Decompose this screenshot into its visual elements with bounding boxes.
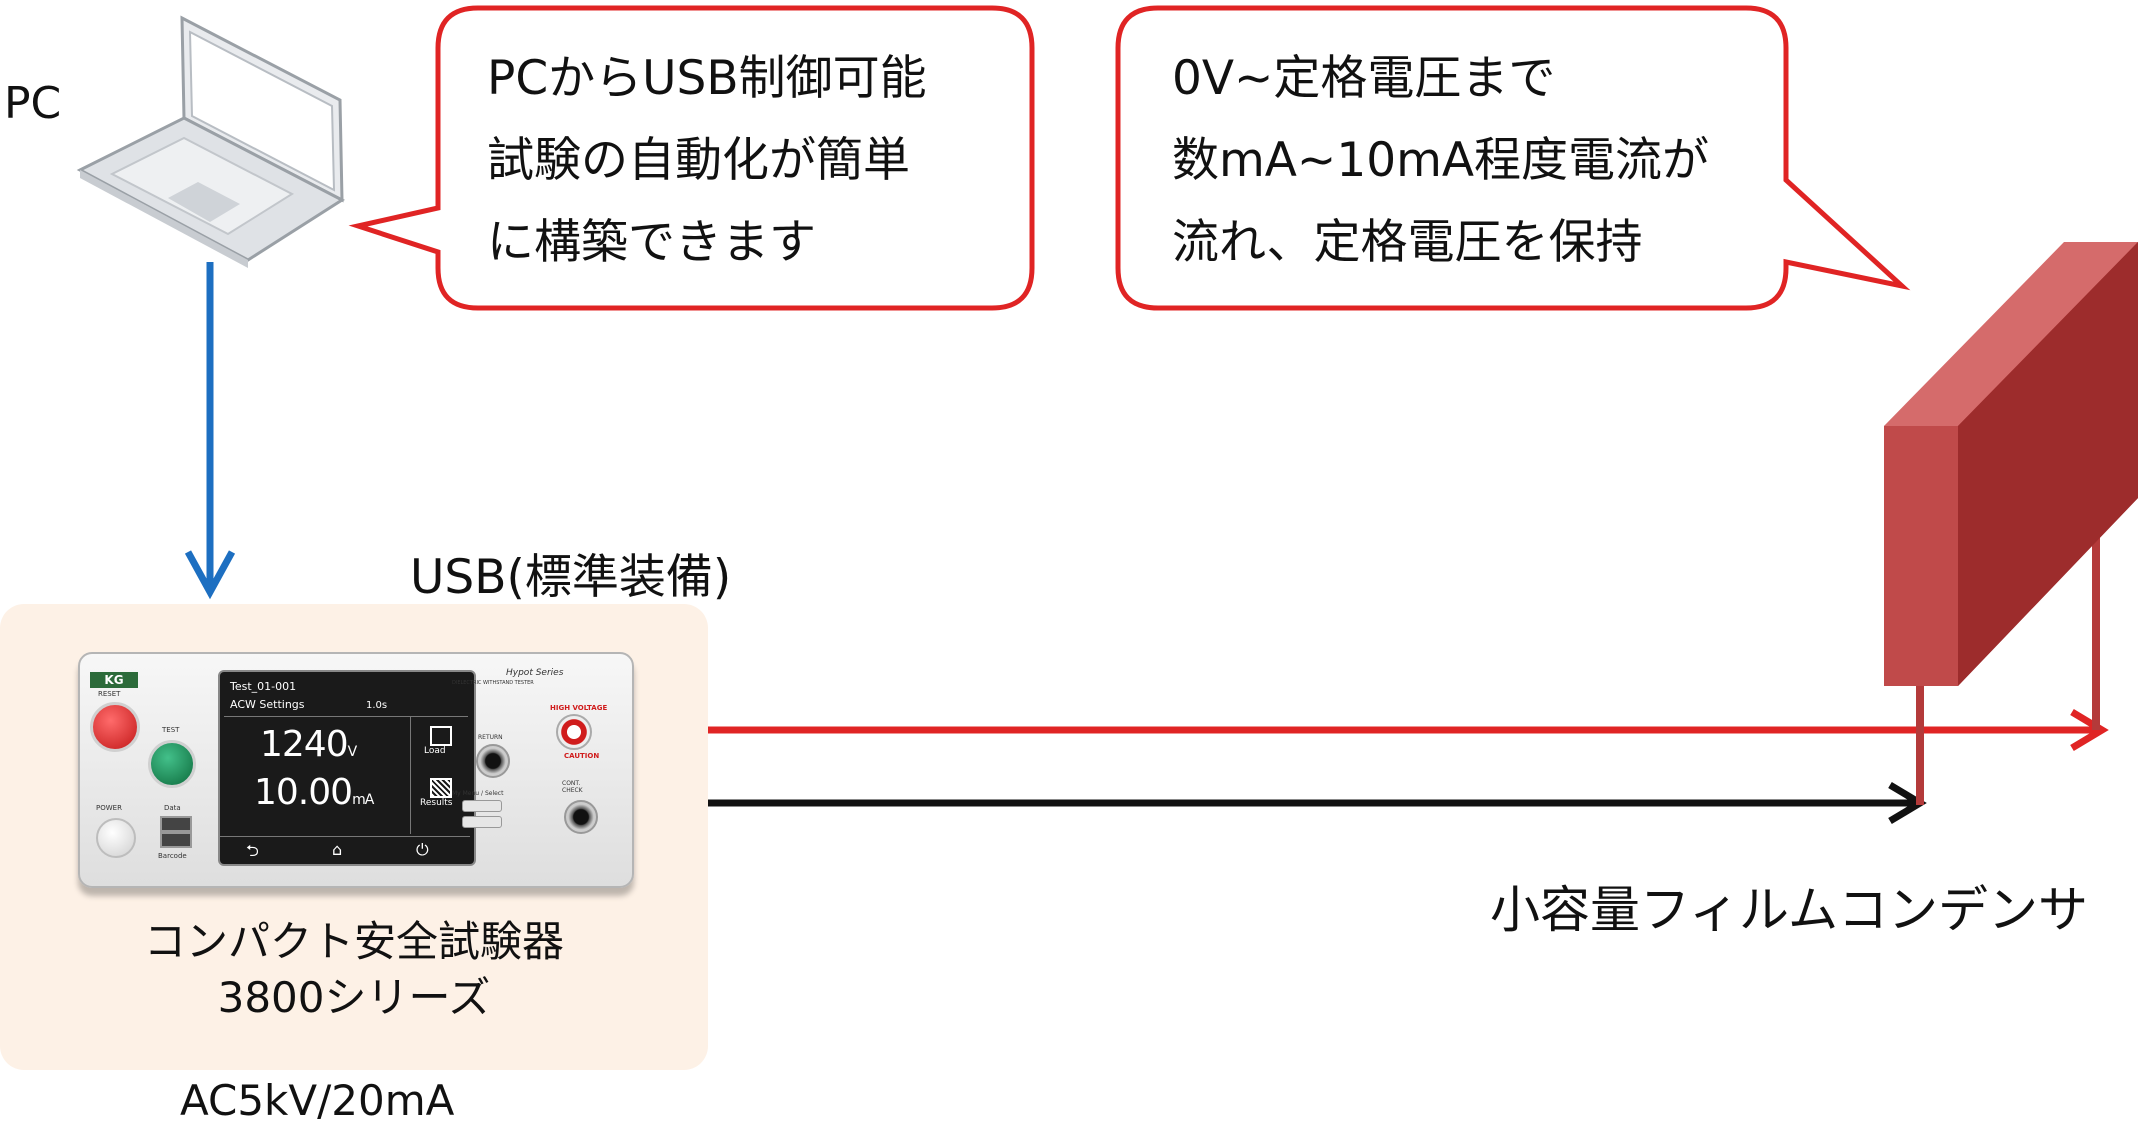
bubble-right-line: 0V~定格電圧まで <box>1172 51 1556 106</box>
bubble-left-line: 試験の自動化が簡単 <box>487 133 910 188</box>
tester-device: KG RESET TEST POWER Data Barcode Test_01… <box>78 652 634 888</box>
data-label: Data <box>164 804 181 812</box>
tester-name-line2: 3800シリーズ <box>217 973 491 1022</box>
power-button[interactable] <box>96 818 136 858</box>
screen-title: Test_01-001 <box>230 680 297 693</box>
select-button[interactable] <box>462 816 502 828</box>
results-icon[interactable] <box>430 778 452 798</box>
screen-voltage-unit: V <box>347 744 358 760</box>
usb-arrow <box>184 262 236 600</box>
screen-voltage-value: 1240 <box>260 724 349 765</box>
return-terminal[interactable] <box>476 744 510 778</box>
reset-label: RESET <box>98 690 121 698</box>
return-label: RETURN <box>478 734 503 741</box>
screen-divider <box>220 836 470 837</box>
bubble-left-line: PCからUSB制御可能 <box>487 51 927 106</box>
series-subtitle: DIELECTRIC WITHSTAND TESTER <box>452 680 534 686</box>
laptop-icon <box>76 15 345 268</box>
bubble-shapes <box>348 5 1911 311</box>
back-icon[interactable]: ⮌ <box>246 841 259 860</box>
home-icon[interactable]: ⌂ <box>332 840 343 859</box>
load-label: Load <box>424 746 446 756</box>
screen-mode: ACW Settings <box>230 698 305 711</box>
screen-current-unit: mA <box>352 792 374 808</box>
tester-screen[interactable]: Test_01-001 ACW Settings 1.0s 1240V 10.0… <box>218 670 476 866</box>
screen-current-value: 10.00 <box>254 772 353 813</box>
usb-label: USB(標準装備) <box>410 550 732 605</box>
usb-port[interactable] <box>160 816 192 832</box>
test-button[interactable] <box>148 740 196 788</box>
high-voltage-terminal[interactable] <box>556 714 592 750</box>
high-voltage-label: HIGH VOLTAGE <box>550 704 608 712</box>
screen-time: 1.0s <box>366 700 388 711</box>
screen-current: 10.00mA <box>254 772 374 813</box>
test-label: TEST <box>162 726 180 734</box>
caution-label: CAUTION <box>564 752 600 760</box>
bubble-left-text: PCからUSB制御可能 試験の自動化が簡単 に構築できます <box>487 38 927 284</box>
bubble-left-line: に構築できます <box>487 215 816 270</box>
pc-label: PC <box>4 78 62 129</box>
brand-logo: KG <box>90 672 138 688</box>
high-voltage-line <box>632 708 2109 752</box>
bubble-right-text: 0V~定格電圧まで 数mA~10mA程度電流が 流れ、定格電圧を保持 <box>1172 38 1709 284</box>
usb-port[interactable] <box>160 832 192 848</box>
results-label: Results <box>420 798 453 808</box>
power-icon[interactable]: ⏻ <box>416 840 429 859</box>
bubble-right-outline <box>1115 5 1911 311</box>
capacitor-icon <box>1884 242 2138 805</box>
power-label: POWER <box>96 804 122 812</box>
tester-name-line1: コンパクト安全試験器 <box>143 917 564 966</box>
capacitor-label: 小容量フィルムコンデンサ <box>1490 881 2088 939</box>
cont-check-terminal[interactable] <box>564 800 598 834</box>
bubble-right-line: 数mA~10mA程度電流が <box>1172 133 1710 188</box>
series-label: Hypot Series <box>506 668 564 678</box>
screen-divider <box>410 716 411 834</box>
cont-check-label: CONT. CHECK <box>562 780 583 794</box>
bubble-right-line: 流れ、定格電圧を保持 <box>1172 215 1643 270</box>
load-icon[interactable] <box>430 726 452 746</box>
menu-label: My Menu / Select <box>452 790 504 797</box>
menu-button[interactable] <box>462 800 502 812</box>
screen-voltage: 1240V <box>260 724 358 765</box>
reset-button[interactable] <box>90 702 140 752</box>
return-line <box>632 781 1927 825</box>
tester-rating: AC5kV/20mA <box>180 1076 455 1125</box>
bubble-left-outline <box>348 5 1035 311</box>
tester-name: コンパクト安全試験器 3800シリーズ <box>0 914 708 1026</box>
screen-divider <box>224 716 468 717</box>
barcode-label: Barcode <box>158 852 187 860</box>
